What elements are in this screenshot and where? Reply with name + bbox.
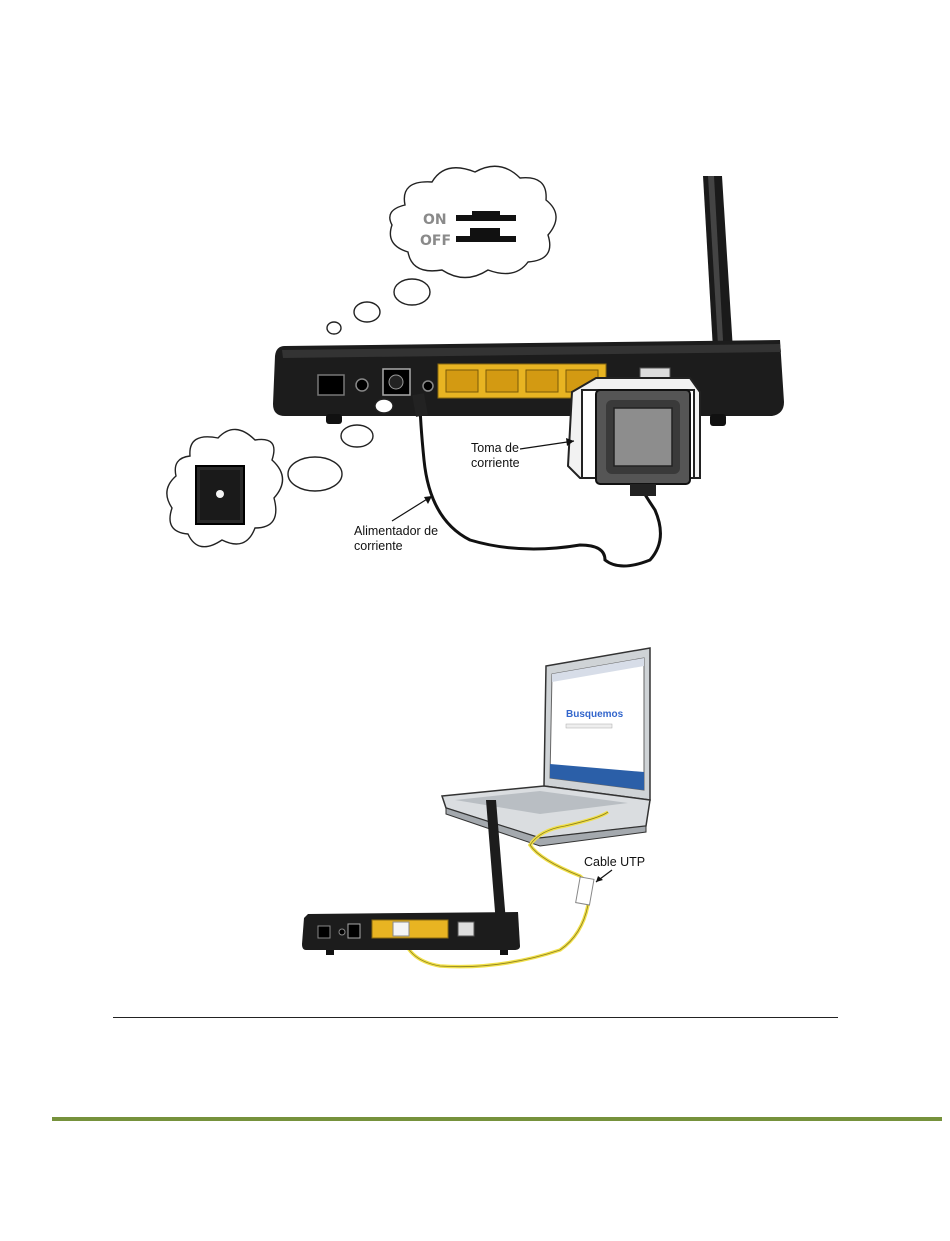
cable-utp-label: Cable UTP [584,855,645,869]
router-small [302,912,520,955]
browser-logo: Busquemos [566,709,624,720]
laptop-connection-figure: Busquemos Cable UTP [0,0,950,1000]
laptop: Busquemos [442,648,650,846]
page-divider [113,1017,838,1018]
footer-green-rule [52,1117,942,1121]
